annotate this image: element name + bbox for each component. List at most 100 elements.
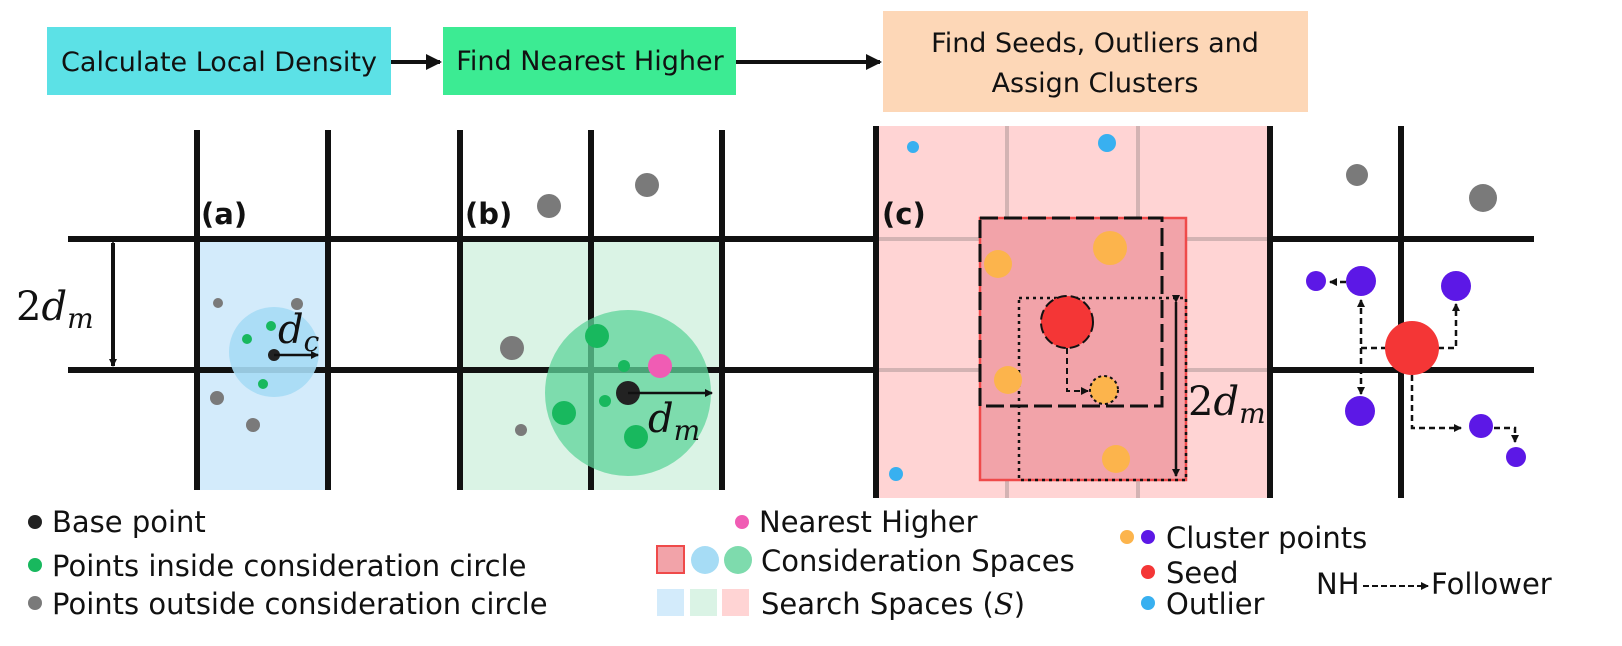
legend-base-point-swatch: [28, 515, 42, 529]
radius-label-dm: dm: [648, 396, 700, 447]
dimension-two: 2: [16, 284, 41, 330]
seed-point-right: [1385, 321, 1439, 375]
outside-point: [210, 391, 224, 405]
radius-dm-sub: m: [674, 414, 701, 447]
legend-seed-label: Seed: [1166, 556, 1239, 590]
dimension-c-sub: m: [1239, 397, 1266, 430]
legend-search-swatch-red: [722, 589, 749, 616]
outside-point: [537, 194, 561, 218]
cluster-point-purple: [1441, 271, 1471, 301]
flow-step-find-seeds-label-line2: Assign Clusters: [992, 68, 1199, 99]
inside-point: [258, 379, 268, 389]
legend-nearest-higher-label: Nearest Higher: [759, 505, 978, 539]
legend-nearest-higher-swatch: [735, 515, 749, 529]
outside-point: [246, 418, 260, 432]
legend-outlier-swatch: [1141, 596, 1155, 610]
inside-point: [624, 425, 648, 449]
dimension-d: d: [41, 284, 67, 330]
flow-step-find-seeds-box: [883, 11, 1308, 112]
radius-label-dc: dc: [278, 307, 320, 358]
seed-point-c: [1040, 295, 1094, 349]
outlier-point: [889, 467, 903, 481]
legend-follower-label: Follower: [1431, 567, 1552, 601]
nh-follower-arrow-c: [1066, 348, 1089, 395]
legend-seed-swatch: [1141, 565, 1155, 579]
consideration-space-c-solid: [978, 216, 1188, 482]
flow-step-calculate-density-label: Calculate Local Density: [61, 47, 377, 78]
dimension-c-d: d: [1213, 379, 1239, 425]
flow-step-nearest-higher: Find Nearest Higher: [443, 27, 736, 95]
legend-base-point-label: Base point: [52, 505, 206, 539]
outside-point: [291, 298, 303, 310]
legend-search-swatch-green: [690, 589, 717, 616]
legend-search-close: ): [1014, 587, 1025, 621]
legend: Base point Points inside consideration c…: [28, 505, 1552, 621]
outside-point: [635, 173, 659, 197]
inside-point: [266, 321, 276, 331]
flow-step-calculate-density-box: [47, 27, 391, 95]
cluster-point-orange: [1102, 445, 1130, 473]
cluster-point-orange: [984, 250, 1012, 278]
legend-consideration-label: Consideration Spaces: [761, 544, 1075, 578]
legend-outside-label: Points outside consideration circle: [52, 587, 548, 621]
outlier-point: [1098, 134, 1116, 152]
panel-label-a: (a): [201, 197, 247, 231]
inside-point: [242, 334, 252, 344]
arrow-seed-to-top-left: [1357, 299, 1387, 350]
panel-label-b: (b): [465, 197, 512, 231]
cluster-point-purple: [1506, 447, 1526, 467]
flow-step-nearest-higher-box: [443, 27, 736, 95]
legend-outside-swatch: [28, 596, 42, 610]
cluster-point-purple: [1469, 414, 1493, 438]
cluster-point-purple: [1345, 396, 1375, 426]
outlier-point: [907, 141, 919, 153]
outside-point: [500, 336, 524, 360]
follower-point-c: [1089, 375, 1119, 405]
cluster-point-purple: [1346, 266, 1376, 296]
inside-point: [618, 360, 630, 372]
consideration-space-c-dashed: [978, 216, 1164, 408]
legend-cluster-label: Cluster points: [1166, 521, 1367, 555]
radius-dc-d: d: [278, 307, 304, 353]
outside-point: [1469, 184, 1497, 212]
legend-cluster-swatch-orange: [1120, 530, 1134, 544]
dimension-sub: m: [67, 302, 94, 335]
arrow-seed-to-bottom-right: [1410, 375, 1462, 432]
outside-point: [515, 424, 527, 436]
legend-inside-label: Points inside consideration circle: [52, 549, 526, 583]
outside-point: [213, 298, 223, 308]
inside-point: [552, 401, 576, 425]
dimension-label-left: 2dm: [16, 284, 94, 335]
inside-point: [599, 395, 611, 407]
legend-search-swatch-blue: [657, 589, 684, 616]
nh-follower-arrows-right: [1329, 278, 1519, 443]
flow-step-nearest-higher-label: Find Nearest Higher: [456, 46, 724, 77]
legend-consideration-swatch-blue: [691, 546, 719, 574]
legend-consideration-swatch-red: [656, 545, 685, 574]
panel-label-c: (c): [882, 197, 926, 231]
legend-inside-swatch: [28, 558, 42, 572]
radius-dm-d: d: [648, 396, 674, 442]
legend-search-text: Search Spaces (: [761, 587, 994, 621]
cluster-point-purple: [1306, 271, 1326, 291]
inside-point: [585, 324, 609, 348]
legend-outlier-label: Outlier: [1166, 587, 1265, 621]
arrow-seed-to-top-right: [1438, 303, 1460, 350]
cluster-point-orange: [994, 366, 1022, 394]
grid-lines: [68, 126, 1534, 498]
outside-point: [1346, 164, 1368, 186]
nearest-higher-point: [648, 354, 672, 378]
flow-step-find-seeds-label-line1: Find Seeds, Outliers and: [931, 28, 1259, 59]
radius-dc-sub: c: [304, 325, 320, 358]
dimension-label-c: 2dm: [1188, 379, 1266, 430]
legend-search-label: Search Spaces (S): [761, 587, 1025, 621]
cluster-point-orange: [1093, 231, 1127, 265]
legend-nh-label: NH: [1316, 567, 1360, 601]
flow-step-calculate-density: Calculate Local Density: [47, 27, 391, 95]
arrow-bottom-right-to-far: [1494, 426, 1519, 443]
flow-step-find-seeds: Find Seeds, Outliers and Assign Clusters: [883, 11, 1308, 112]
legend-search-symbol: S: [994, 587, 1014, 621]
legend-cluster-swatch-purple: [1141, 530, 1155, 544]
dimension-c-two: 2: [1188, 379, 1213, 425]
